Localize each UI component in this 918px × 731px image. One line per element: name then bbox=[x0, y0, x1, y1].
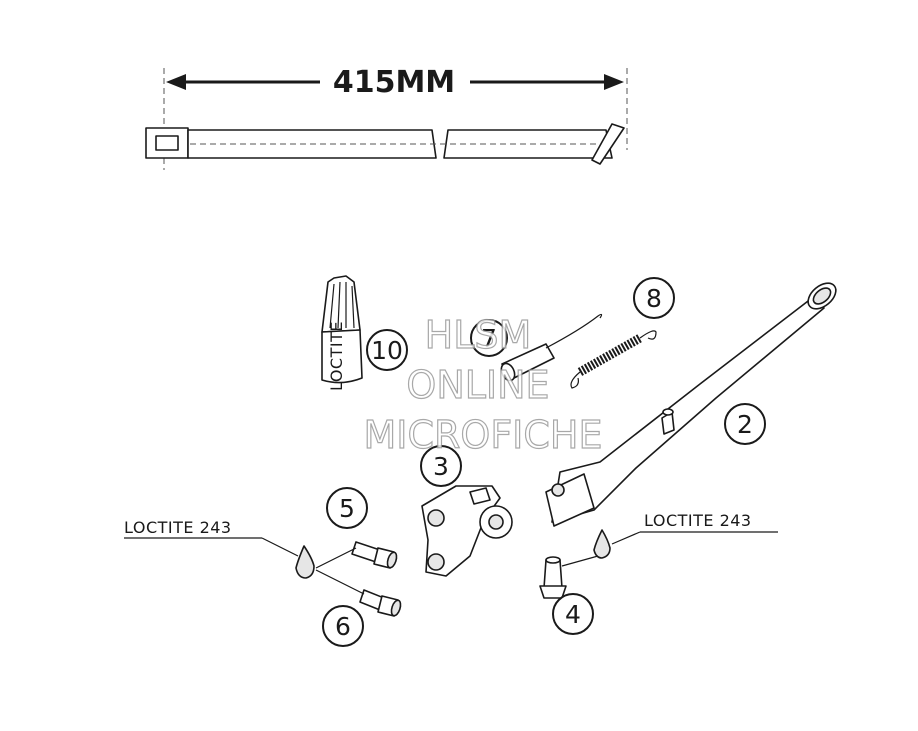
callout-6: 6 bbox=[322, 605, 364, 647]
watermark-line-1: HLSM bbox=[425, 313, 532, 357]
callout-5: 5 bbox=[326, 487, 368, 529]
part-4-stud bbox=[539, 556, 567, 599]
rod bbox=[145, 123, 625, 165]
note-right-loctite: LOCTITE 243 bbox=[611, 511, 778, 545]
svg-text:7: 7 bbox=[481, 324, 497, 353]
part-3-bracket bbox=[421, 485, 513, 577]
dimension-arrow-right bbox=[604, 74, 624, 90]
part-2-side-stand bbox=[545, 282, 837, 527]
svg-text:3: 3 bbox=[433, 452, 449, 481]
part-6-bolt bbox=[359, 589, 402, 617]
part-8-spring bbox=[570, 330, 657, 389]
watermark-line-2: ONLINE bbox=[406, 363, 549, 407]
svg-text:6: 6 bbox=[335, 612, 351, 641]
svg-text:8: 8 bbox=[646, 284, 662, 313]
svg-text:4: 4 bbox=[565, 600, 581, 629]
dimension-arrow-left bbox=[166, 74, 186, 90]
callout-10: 10 bbox=[366, 329, 408, 371]
svg-text:5: 5 bbox=[339, 494, 355, 523]
watermark-line-3: MICROFICHE bbox=[363, 413, 602, 457]
note-left-label: LOCTITE 243 bbox=[124, 518, 232, 537]
callout-3: 3 bbox=[420, 445, 462, 487]
svg-text:2: 2 bbox=[737, 410, 753, 439]
callout-7: 7 bbox=[470, 319, 508, 357]
callout-8: 8 bbox=[633, 277, 675, 319]
loctite-drop-right bbox=[561, 529, 611, 567]
svg-text:10: 10 bbox=[371, 336, 403, 365]
tube-label: LOCTITE bbox=[327, 321, 346, 391]
callout-4: 4 bbox=[552, 593, 594, 635]
dimension-label: 415MM bbox=[333, 65, 455, 100]
note-right-label: LOCTITE 243 bbox=[644, 511, 752, 530]
part-7-sleeve bbox=[500, 313, 603, 382]
watermark: HLSM ONLINE MICROFICHE bbox=[363, 312, 603, 457]
rod-dimension-group: 415MM bbox=[145, 65, 628, 170]
callout-2: 2 bbox=[724, 403, 766, 445]
note-left-loctite: LOCTITE 243 bbox=[124, 518, 299, 557]
part-5-bolt bbox=[351, 541, 398, 569]
part-10-loctite-tube: LOCTITE bbox=[321, 275, 363, 391]
loctite-drop-left bbox=[295, 545, 365, 595]
